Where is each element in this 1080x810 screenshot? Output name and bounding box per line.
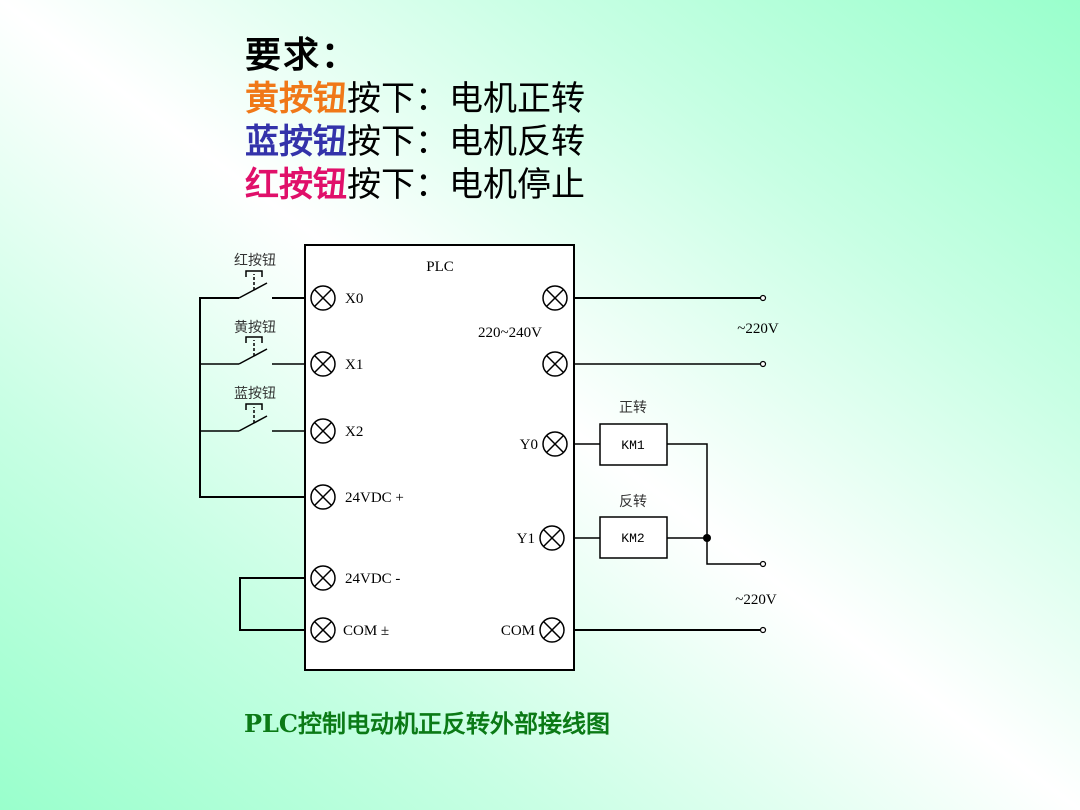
relay-km1-box [599, 423, 668, 466]
terminal-com-pm-label: COM ± [343, 623, 389, 639]
blue-action-text: 按下：电机反转 [347, 122, 585, 162]
red-button-text: 红按钮 [245, 165, 347, 205]
power-terminal-top-icon [759, 294, 767, 302]
yellow-action-text: 按下：电机正转 [347, 79, 585, 119]
relay-km1-label: KM1 [621, 438, 645, 453]
switch-yellow-icon [238, 336, 268, 365]
power-wiring [574, 294, 767, 368]
relay-km2-function: 反转 [619, 494, 647, 510]
junction-dot-icon [703, 534, 711, 542]
output-wiring [574, 443, 767, 634]
terminal-x0-label: X0 [345, 291, 363, 307]
input-wiring [199, 297, 305, 631]
requirements-block: 要求： 黄按钮按下：电机正转 蓝按钮按下：电机反转 红按钮按下：电机停止 [245, 34, 585, 207]
switch-red-label: 红按钮 [234, 253, 276, 269]
relay-km2-box [599, 516, 668, 559]
requirements-title: 要求： [245, 35, 360, 76]
terminal-com-label: COM [501, 623, 535, 639]
switch-blue-label: 蓝按钮 [234, 386, 276, 402]
terminal-x1-label: X1 [345, 357, 363, 373]
switch-yellow-label: 黄按钮 [234, 319, 276, 336]
terminal-y0-label: Y0 [520, 437, 538, 453]
terminal-24vdc-plus-label: 24VDC + [345, 490, 404, 506]
relay-km2-label: KM2 [621, 531, 644, 546]
plc-label: PLC [426, 259, 454, 275]
switch-red-icon [238, 270, 268, 299]
supply-top-label: ~220V [737, 321, 779, 337]
blue-button-text: 蓝按钮 [245, 122, 347, 162]
requirement-red: 红按钮按下：电机停止 [245, 164, 585, 207]
com-supply-terminal-icon [759, 626, 767, 634]
diagram-caption: PLC控制电动机正反转外部接线图 [244, 709, 611, 738]
supply-bottom-label: ~220V [735, 592, 777, 608]
terminal-x2-label: X2 [345, 424, 363, 440]
requirement-blue: 蓝按钮按下：电机反转 [245, 121, 585, 164]
power-rating-label: 220~240V [478, 325, 542, 341]
requirement-yellow: 黄按钮按下：电机正转 [245, 78, 585, 121]
coil-supply-terminal-icon [759, 560, 767, 568]
plc-box [304, 244, 575, 671]
power-terminal-bottom-icon [759, 360, 767, 368]
red-action-text: 按下：电机停止 [347, 165, 585, 205]
terminal-y1-label: Y1 [517, 531, 535, 547]
yellow-button-text: 黄按钮 [245, 79, 347, 119]
terminal-24vdc-minus-label: 24VDC - [345, 571, 400, 587]
switch-blue-icon [238, 403, 268, 432]
relay-km1-function: 正转 [619, 400, 647, 416]
